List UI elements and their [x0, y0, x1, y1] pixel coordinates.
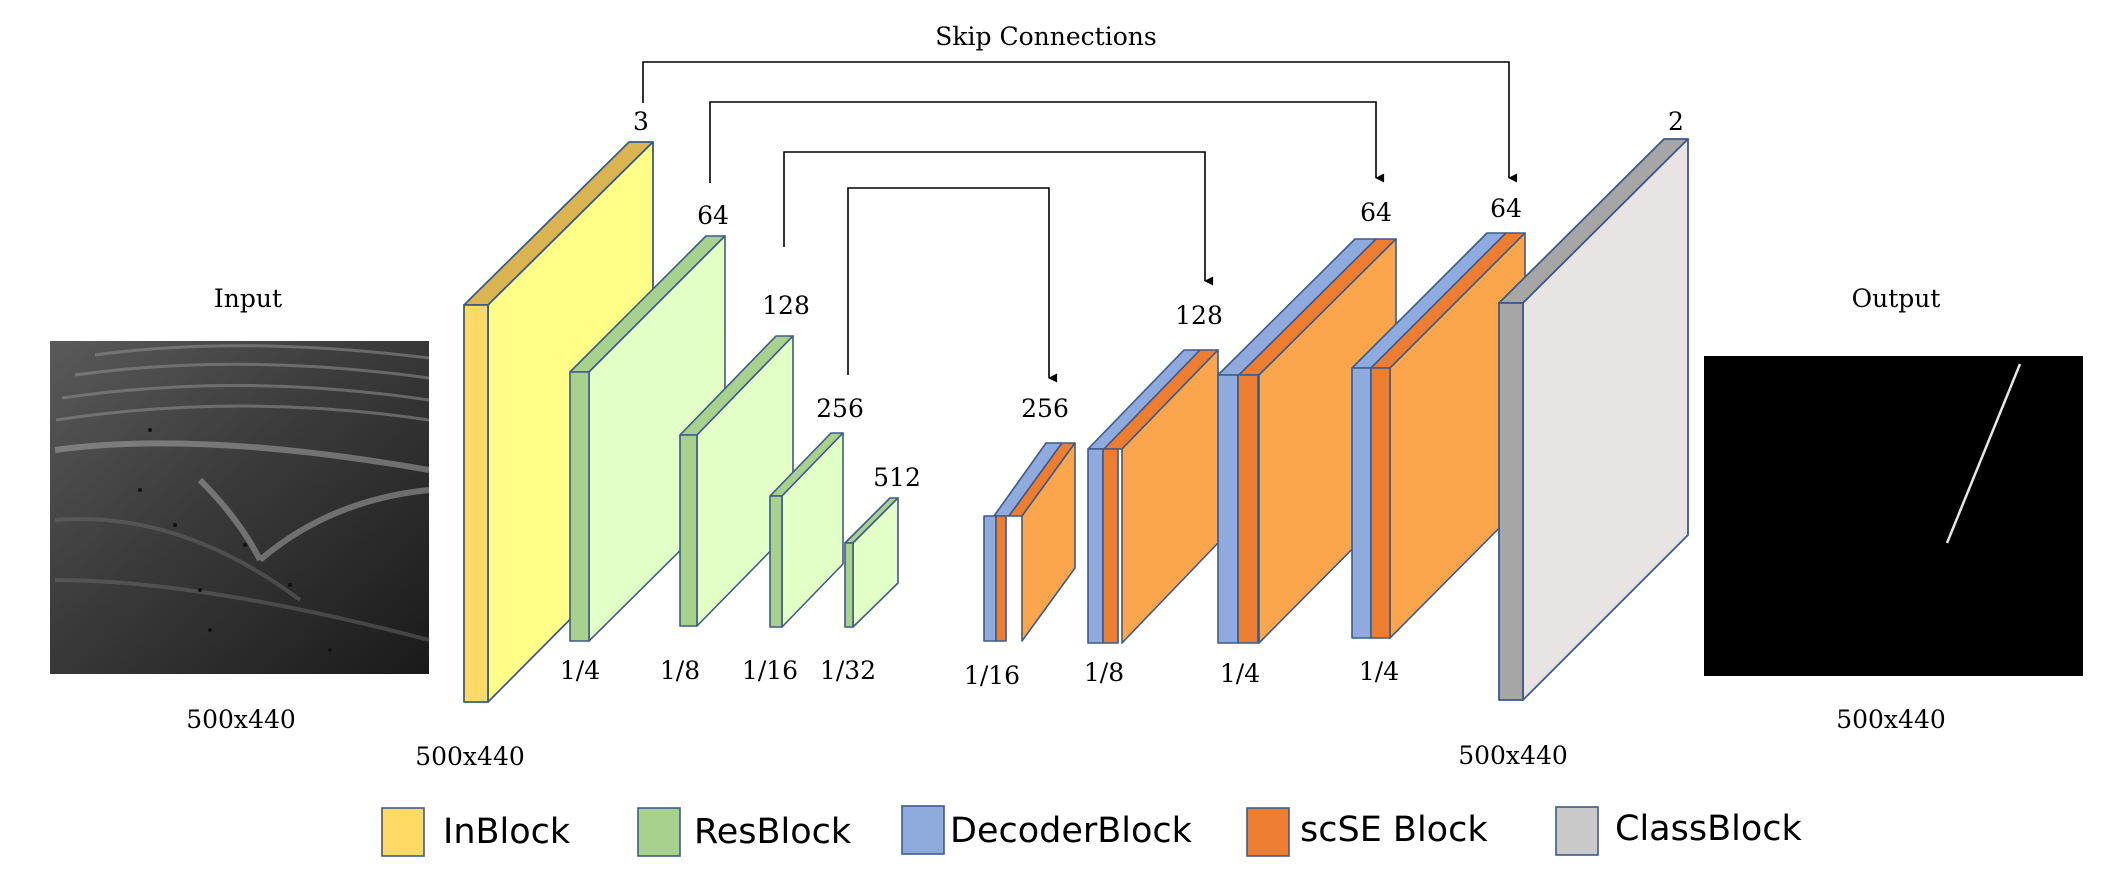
input-size: 500x440	[186, 705, 296, 734]
output-size: 500x440	[1836, 705, 1946, 734]
resblock-2-scale: 1/8	[660, 656, 700, 685]
decoder-block-1-channels: 256	[1021, 394, 1069, 423]
output-mask-image	[1704, 356, 2083, 676]
skip-connection-3	[783, 151, 1214, 286]
resblock-3-scale: 1/16	[742, 656, 798, 685]
decoder-block-1-scale: 1/16	[964, 661, 1020, 690]
resblock-3	[769, 432, 844, 628]
resblock-1-scale: 1/4	[560, 656, 600, 685]
classblock-side	[1522, 138, 1689, 701]
legend-swatch-inblock	[381, 807, 425, 857]
skip-connection-2	[709, 101, 1385, 183]
legend-label-resblock: ResBlock	[694, 812, 852, 852]
legend-item-decoderblock: DecoderBlock	[901, 805, 1193, 855]
legend-swatch-scse-block	[1246, 807, 1290, 857]
classblock	[1498, 138, 1689, 701]
resblock-4-channels: 512	[873, 463, 921, 492]
skip-connection-4	[847, 187, 1058, 383]
skip-connection-1	[642, 61, 1518, 183]
classblock-front	[1498, 302, 1524, 701]
decoder-block-4-channels: 64	[1490, 194, 1522, 223]
decoder-block-3-channels: 64	[1360, 198, 1392, 227]
input-title: Input	[214, 284, 282, 313]
legend-label-inblock: InBlock	[443, 812, 571, 852]
legend-label-classblock: ClassBlock	[1615, 809, 1802, 849]
decoder-block-3-scale: 1/4	[1220, 659, 1260, 688]
legend-item-inblock: InBlock	[381, 807, 571, 857]
resblock-1-channels: 64	[697, 201, 729, 230]
legend-label-decoderblock: DecoderBlock	[950, 811, 1193, 851]
decoder-block-4	[1351, 232, 1526, 639]
legend-item-classblock: ClassBlock	[1555, 806, 1802, 856]
resblock-3-channels: 256	[816, 394, 864, 423]
resblock-4-scale: 1/32	[820, 656, 876, 685]
legend: InBlock ResBlock DecoderBlock scSE Block…	[381, 805, 1802, 857]
legend-swatch-decoderblock	[901, 805, 945, 855]
decoder-block-2	[1087, 349, 1219, 644]
inblock-channels: 3	[633, 107, 649, 136]
skip-connections	[642, 61, 1518, 383]
input-ultrasound-image	[50, 341, 430, 674]
legend-item-resblock: ResBlock	[637, 807, 852, 857]
decoder-block-2-scale: 1/8	[1084, 658, 1124, 687]
inblock-front	[463, 304, 489, 703]
decoder-block-3	[1217, 238, 1397, 644]
legend-label-scse-block: scSE Block	[1300, 810, 1488, 850]
legend-swatch-classblock	[1555, 806, 1599, 856]
output-title: Output	[1852, 284, 1941, 313]
skip-connections-label: Skip Connections	[935, 22, 1156, 51]
inblock-size: 500x440	[415, 742, 525, 771]
classblock-channels: 2	[1668, 107, 1684, 136]
decoder-block-1	[983, 442, 1076, 642]
decoder-block-4-scale: 1/4	[1359, 657, 1399, 686]
resblock-2	[679, 335, 794, 627]
legend-swatch-resblock	[637, 807, 681, 857]
classblock-size: 500x440	[1458, 741, 1568, 770]
legend-item-scse-block: scSE Block	[1246, 807, 1488, 857]
resblock-4	[844, 497, 899, 628]
resblock-2-channels: 128	[762, 291, 810, 320]
decoder-block-2-channels: 128	[1175, 301, 1223, 330]
